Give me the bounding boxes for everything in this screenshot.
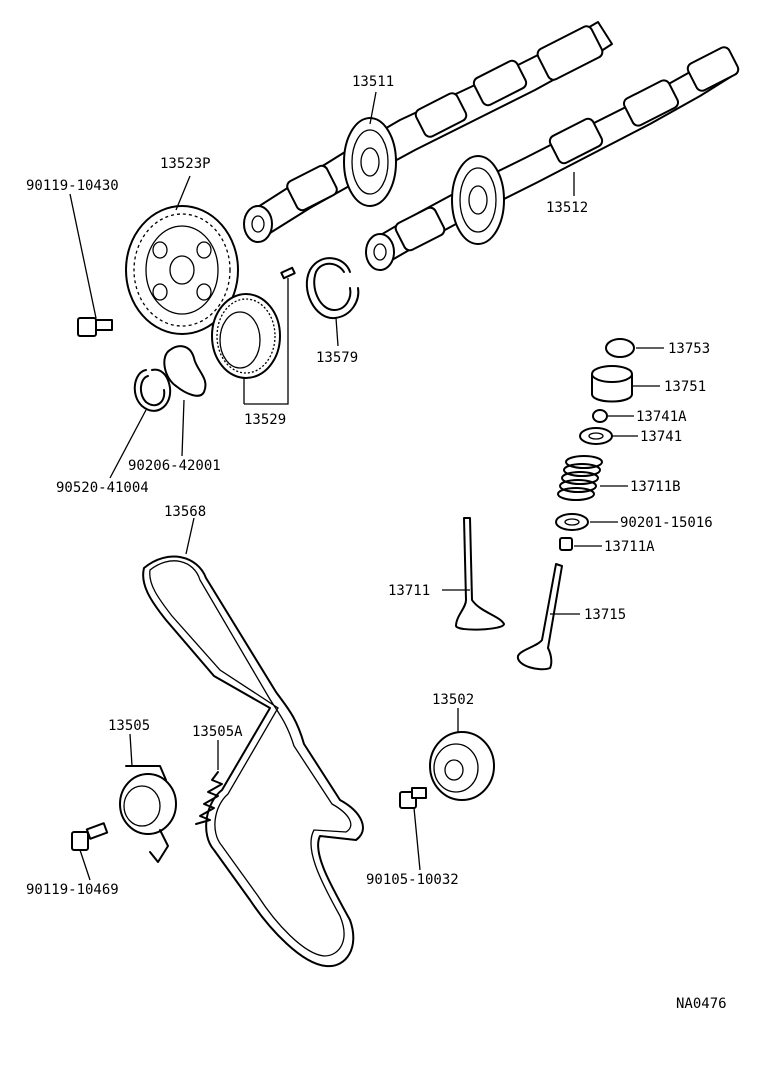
reference-code: NA0476 [676,996,727,1012]
label-90201-15016: 90201-15016 [620,515,713,531]
snap-ring-13579[interactable] [305,257,360,320]
spring-retainer-13741[interactable] [579,427,613,445]
straight-pin[interactable] [280,266,296,280]
exhaust-valve-13715[interactable] [517,563,563,671]
intake-valve-13711[interactable] [455,517,505,631]
retainer-lock-13741a[interactable] [592,409,608,423]
label-90206-42001: 90206-42001 [128,458,221,474]
spring-seat-90201-15016[interactable] [555,513,589,531]
label-90105-10032: 90105-10032 [366,872,459,888]
bolt-90119-10469[interactable] [71,822,109,851]
camshaft-13511[interactable] [243,21,613,243]
label-13741a: 13741A [636,409,687,425]
label-90119-10469: 90119-10469 [26,882,119,898]
bolt-90119-10430[interactable] [77,317,113,337]
label-13751: 13751 [664,379,706,395]
camshaft-13512[interactable] [365,45,740,271]
label-13568: 13568 [164,504,206,520]
tension-spring-13505a[interactable] [195,771,223,825]
label-13711: 13711 [388,583,430,599]
adjusting-shim-13753[interactable] [605,338,635,358]
label-13715: 13715 [584,607,626,623]
label-13502: 13502 [432,692,474,708]
snap-ring-90520-41004[interactable] [133,368,172,412]
valve-lifter-13751[interactable] [591,365,633,403]
gear-13529[interactable] [211,293,281,379]
stem-seal-13711a[interactable] [559,537,573,551]
tensioner-13505[interactable] [119,765,177,863]
label-13505a: 13505A [192,724,243,740]
label-13579: 13579 [316,350,358,366]
gasket-90206-42001[interactable] [163,345,207,397]
timing-pulley-13523p[interactable] [125,205,239,335]
valve-spring-13711b[interactable] [557,455,603,501]
label-13512: 13512 [546,200,588,216]
label-13505: 13505 [108,718,150,734]
label-90119-10430: 90119-10430 [26,178,119,194]
idler-pulley-13502[interactable] [429,731,495,801]
bolt-90105-10032[interactable] [399,787,427,809]
leader-lines [69,91,664,881]
label-13523p: 13523P [160,156,211,172]
label-13741: 13741 [640,429,682,445]
label-13711a: 13711A [604,539,655,555]
label-13711b: 13711B [630,479,681,495]
label-90520-41004: 90520-41004 [56,480,149,496]
label-13753: 13753 [668,341,710,357]
label-13529: 13529 [244,412,286,428]
label-13511: 13511 [352,74,394,90]
timing-belt-13568[interactable] [142,555,364,968]
